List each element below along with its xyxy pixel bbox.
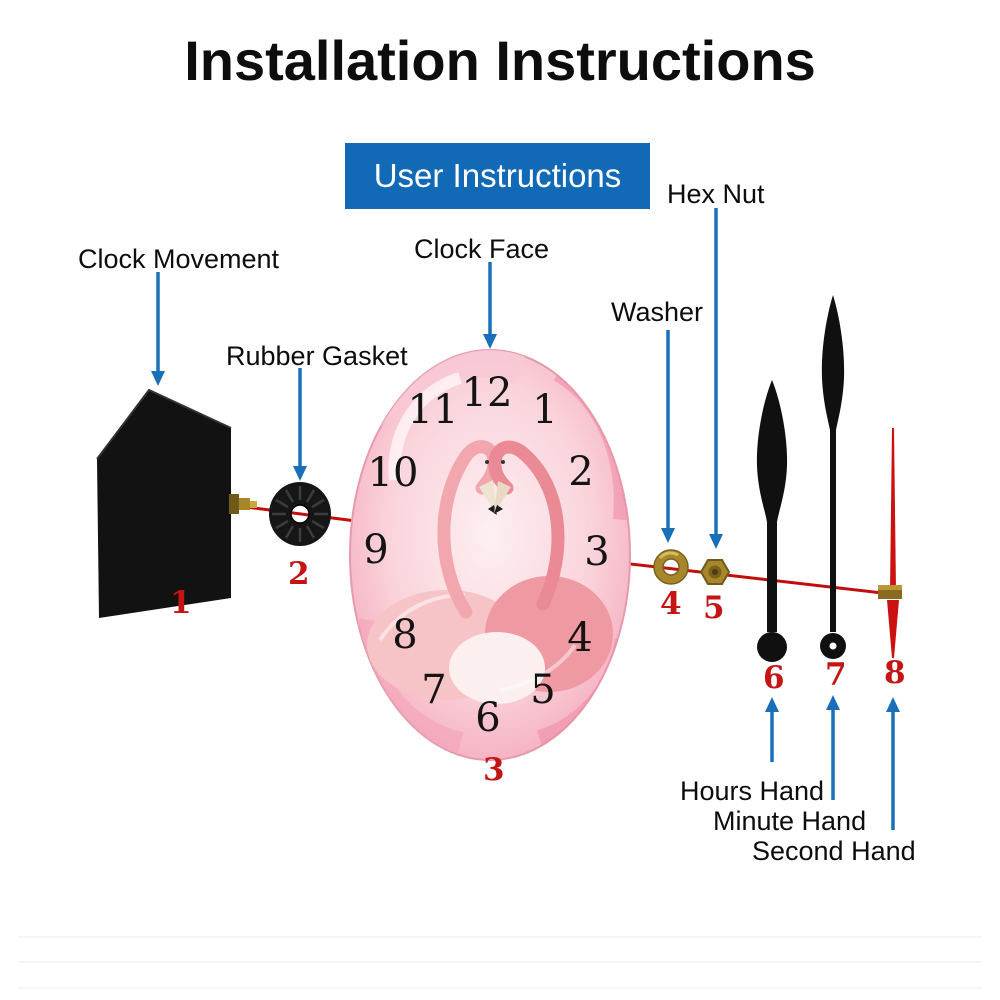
arrow-rubber-gasket — [293, 368, 307, 481]
hours-hand-part — [756, 380, 788, 662]
flamingo-artwork — [367, 440, 613, 704]
movement-shaft — [229, 494, 239, 514]
part-number-5: 5 — [703, 590, 725, 626]
clock-numeral: 6 — [475, 695, 500, 741]
clock-numeral: 3 — [584, 529, 609, 575]
arrow-clock-movement — [151, 272, 165, 386]
banner-label: User Instructions — [373, 157, 622, 194]
arrow-washer — [661, 330, 675, 543]
axis-line-left — [245, 505, 357, 523]
part-number-3: 3 — [483, 752, 505, 788]
clock-numeral: 12 — [462, 370, 513, 416]
rubber-gasket-part — [269, 482, 331, 546]
part-number-7: 7 — [825, 657, 847, 693]
second-hand-label: Second Hand — [752, 836, 916, 866]
page-title: Installation Instructions — [184, 29, 816, 92]
rubber-gasket-label: Rubber Gasket — [226, 341, 408, 371]
part-number-8: 8 — [884, 655, 906, 691]
axis-line-right — [621, 561, 901, 597]
clock-numeral: 4 — [567, 615, 592, 661]
second-hand-part — [887, 428, 899, 658]
clock-face-part: 12 1 2 3 4 5 6 7 8 9 10 11 — [349, 349, 631, 761]
arrow-minute-hand — [826, 695, 840, 800]
clock-numeral: 10 — [368, 450, 419, 496]
arrow-hours-hand — [765, 697, 779, 762]
clock-numeral: 8 — [392, 612, 417, 658]
arrow-second-hand — [886, 697, 900, 830]
clock-numeral: 1 — [532, 387, 557, 433]
washer-label: Washer — [611, 297, 704, 327]
clock-numeral: 11 — [408, 387, 459, 433]
clock-numeral: 5 — [530, 667, 555, 713]
clock-face-label: Clock Face — [414, 234, 550, 264]
minute-hand-label: Minute Hand — [713, 806, 867, 836]
clock-movement-part — [96, 388, 257, 618]
arrow-clock-face — [483, 262, 497, 349]
minute-hand-part — [820, 295, 846, 659]
hex-nut-label: Hex Nut — [667, 179, 765, 209]
hours-hand-label: Hours Hand — [680, 776, 825, 806]
part-number-6: 6 — [763, 660, 785, 696]
part-number-2: 2 — [288, 556, 310, 592]
clock-face-numerals: 12 1 2 3 4 5 6 7 8 9 10 11 — [363, 370, 609, 741]
hex-nut-part — [699, 559, 731, 585]
shaft-fitting — [878, 585, 902, 599]
clock-numeral: 2 — [568, 449, 593, 495]
clock-numeral: 7 — [421, 667, 446, 713]
user-instructions-banner: User Instructions — [345, 143, 650, 209]
footer-rule-lines — [18, 936, 982, 989]
washer-part — [653, 549, 689, 585]
part-number-1: 1 — [170, 585, 192, 621]
arrow-hex-nut — [709, 208, 723, 549]
clock-movement-label: Clock Movement — [78, 244, 280, 274]
part-number-4: 4 — [660, 586, 682, 622]
clock-numeral: 9 — [363, 527, 388, 573]
